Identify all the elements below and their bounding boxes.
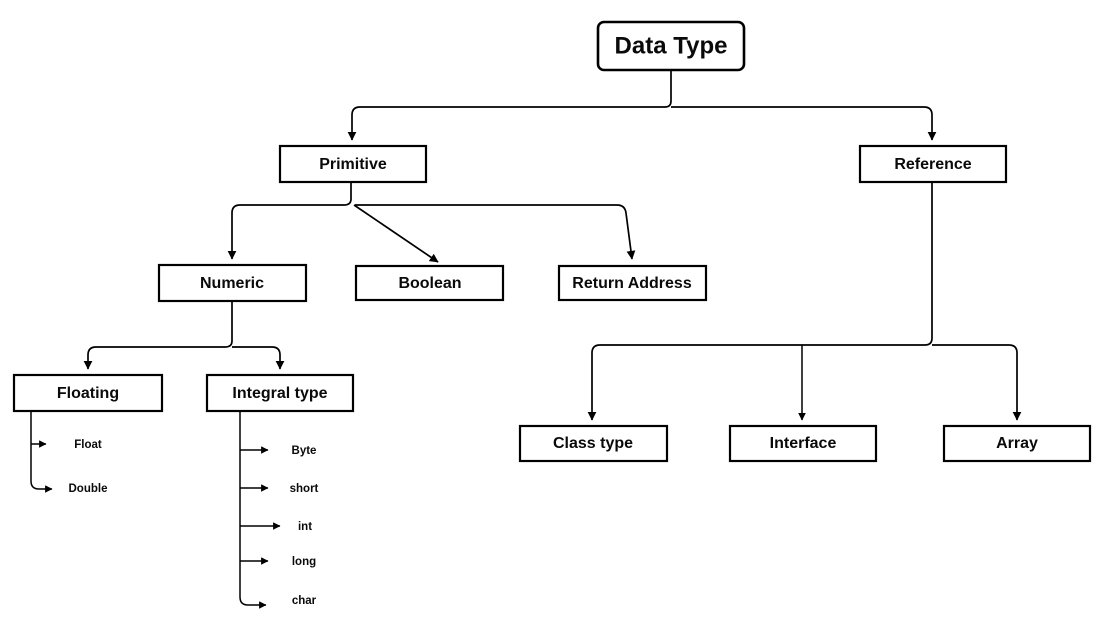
edge-numeric-stem [83, 301, 233, 370]
node-array-label: Array [996, 435, 1038, 452]
node-boolean[interactable]: Boolean [354, 264, 505, 302]
node-integral-type-label: Integral type [232, 385, 327, 402]
node-array[interactable]: Array [942, 424, 1092, 463]
node-interface-label: Interface [770, 435, 837, 452]
node-numeric-label: Numeric [200, 275, 264, 292]
node-floating-box[interactable] [12, 373, 164, 413]
edge-group-reference [587, 182, 1022, 421]
node-data-type[interactable]: Data Type [596, 20, 746, 72]
node-return-address-label: Return Address [572, 275, 692, 292]
leaf-label-short[interactable]: short [290, 483, 319, 495]
node-return-address[interactable]: Return Address [557, 264, 708, 302]
node-reference-box[interactable] [858, 144, 1008, 184]
node-numeric-box[interactable] [157, 263, 308, 303]
edge-integral-stem [239, 411, 267, 609]
node-class-type[interactable]: Class type [518, 424, 669, 463]
edge-group-floating [30, 411, 53, 493]
edge-primitive-stem [227, 182, 352, 260]
leaf-label-double[interactable]: Double [69, 483, 108, 495]
node-integral-type[interactable]: Integral type [205, 373, 355, 413]
node-floating[interactable]: Floating [12, 373, 164, 413]
node-array-box[interactable] [942, 424, 1092, 463]
edge-group-numeric [83, 301, 285, 370]
edge-group-root [347, 70, 937, 141]
node-reference[interactable]: Reference [858, 144, 1008, 184]
leaf-label-long[interactable]: long [292, 556, 316, 568]
leaf-label-char[interactable]: char [292, 595, 317, 607]
node-class-type-label: Class type [553, 435, 633, 452]
node-data-type-label: Data Type [615, 32, 728, 59]
node-numeric[interactable]: Numeric [157, 263, 308, 303]
edge-floating-stem [30, 411, 53, 493]
edge-numeric-to-integral [232, 346, 285, 370]
leaf-label-int[interactable]: int [298, 521, 312, 533]
edge-root-to-reference [671, 106, 937, 141]
node-return-address-box[interactable] [557, 264, 708, 302]
edge-primitive-to-boolean [353, 204, 439, 263]
node-data-type-box[interactable] [596, 20, 746, 72]
leaf-label-float[interactable]: Float [74, 439, 102, 451]
leaf-group-floating: Float Double [69, 439, 108, 495]
node-interface-box[interactable] [728, 424, 878, 463]
node-primitive-label: Primitive [319, 156, 387, 173]
node-primitive-box[interactable] [278, 144, 428, 184]
node-integral-type-box[interactable] [205, 373, 355, 413]
node-primitive[interactable]: Primitive [278, 144, 428, 184]
leaf-group-integral: Byte short int long char [290, 445, 319, 607]
edge-group-integral [239, 411, 281, 609]
edge-primitive-to-return-address [355, 204, 636, 260]
edge-reference-stem [587, 182, 933, 421]
node-interface[interactable]: Interface [728, 424, 878, 463]
edge-reference-to-array [932, 344, 1022, 421]
node-boolean-box[interactable] [354, 264, 505, 302]
node-class-type-box[interactable] [518, 424, 669, 463]
node-boolean-label: Boolean [398, 275, 461, 292]
node-floating-label: Floating [57, 385, 119, 402]
leaf-label-byte[interactable]: Byte [292, 445, 317, 457]
edge-root-stem [347, 70, 672, 141]
edge-group-primitive [227, 182, 636, 263]
node-reference-label: Reference [894, 156, 971, 173]
